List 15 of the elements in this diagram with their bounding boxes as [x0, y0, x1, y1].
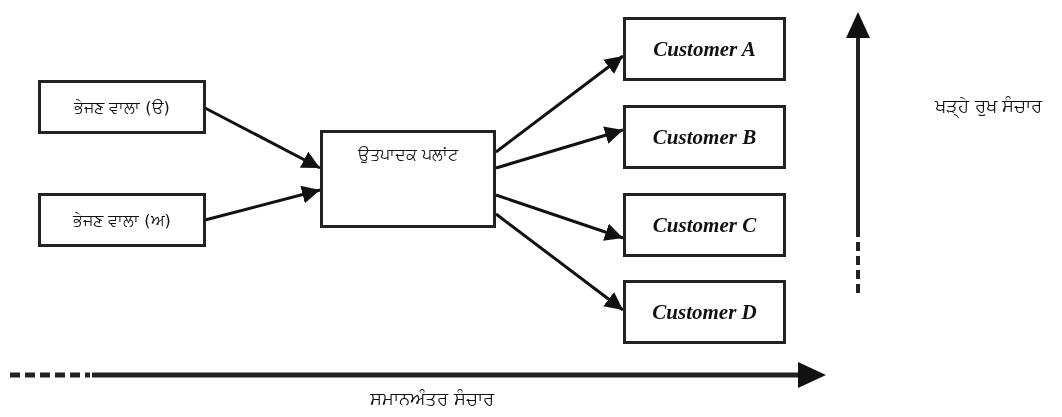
arrow — [495, 212, 624, 312]
arrow — [204, 185, 321, 222]
arrow — [495, 54, 624, 154]
arrow — [495, 126, 624, 170]
axis-label: ਸਮਾਨਅੰਤਰ ਸੰਚਾਰ — [370, 388, 494, 410]
arrow — [204, 106, 321, 170]
process-box: ਭੇਜਣ ਵਾਲਾ (ਅ) — [38, 193, 206, 247]
customer-box: Customer B — [623, 105, 786, 169]
arrow — [495, 193, 624, 241]
process-box: ਭੇਜਣ ਵਾਲਾ (ੳ) — [38, 80, 206, 134]
customer-box: Customer D — [623, 280, 786, 344]
customer-box: Customer A — [623, 17, 786, 81]
process-box: ਉਤਪਾਦਕ ਪਲਾਂਟ — [320, 130, 496, 228]
axis-label: ਖੜ੍ਹੇ ਰੁਖ ਸੰਚਾਰ — [935, 95, 1043, 117]
customer-box: Customer C — [623, 193, 786, 257]
